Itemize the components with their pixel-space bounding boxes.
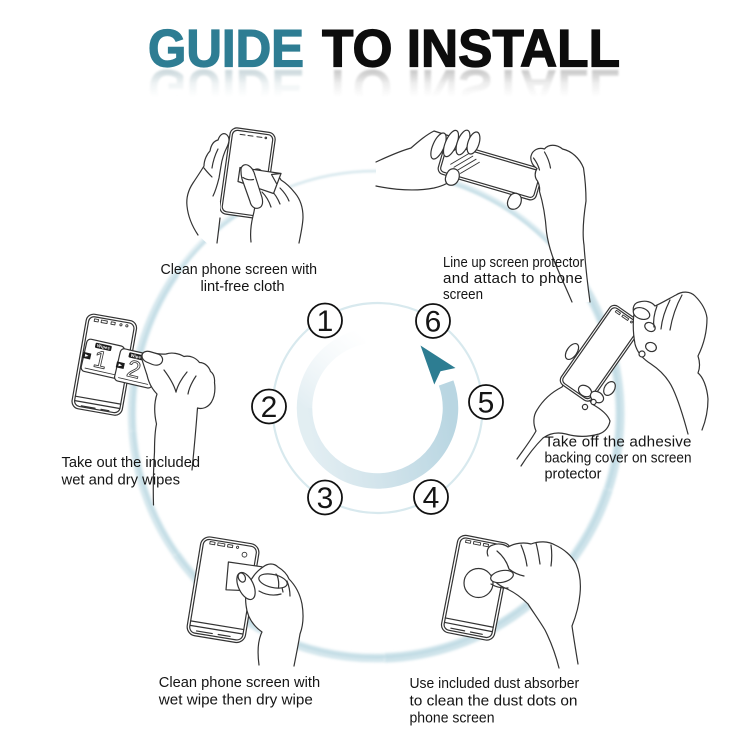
svg-text:Clean phone screen with: Clean phone screen with <box>159 674 320 691</box>
svg-text:Line up screen protector: Line up screen protector <box>443 254 584 271</box>
svg-text:Take off the adhesive: Take off the adhesive <box>545 434 692 451</box>
svg-text:wet and dry wipes: wet and dry wipes <box>61 472 181 489</box>
svg-text:Use included dust absorber: Use included dust absorber <box>410 675 580 692</box>
svg-text:lint-free cloth: lint-free cloth <box>201 278 285 295</box>
svg-text:GUIDE: GUIDE <box>148 58 304 117</box>
svg-text:TO INSTALL: TO INSTALL <box>322 58 620 117</box>
svg-text:6: 6 <box>425 306 442 339</box>
svg-text:4: 4 <box>423 482 440 515</box>
svg-text:2: 2 <box>261 391 278 424</box>
svg-text:1: 1 <box>91 346 110 375</box>
svg-text:Wipes: Wipes <box>97 343 112 351</box>
svg-text:wet wipe then dry wipe: wet wipe then dry wipe <box>158 692 313 709</box>
svg-text:Wipes: Wipes <box>130 353 145 361</box>
svg-text:GUIDE: GUIDE <box>148 20 304 79</box>
svg-text:Take out the included: Take out the included <box>62 454 201 471</box>
svg-text:3: 3 <box>317 482 334 515</box>
svg-text:Clean phone screen with: Clean phone screen with <box>161 261 318 278</box>
svg-text:2: 2 <box>124 355 143 384</box>
svg-text:phone screen: phone screen <box>410 710 495 727</box>
svg-text:5: 5 <box>478 387 495 420</box>
svg-text:screen: screen <box>443 286 483 303</box>
svg-text:TO INSTALL: TO INSTALL <box>322 20 620 79</box>
svg-text:protector: protector <box>545 466 602 483</box>
svg-text:1: 1 <box>317 305 334 338</box>
svg-text:and attach to phone: and attach to phone <box>443 270 583 287</box>
svg-text:to clean the dust dots on: to clean the dust dots on <box>410 693 578 710</box>
svg-text:backing cover on screen: backing cover on screen <box>545 450 692 467</box>
